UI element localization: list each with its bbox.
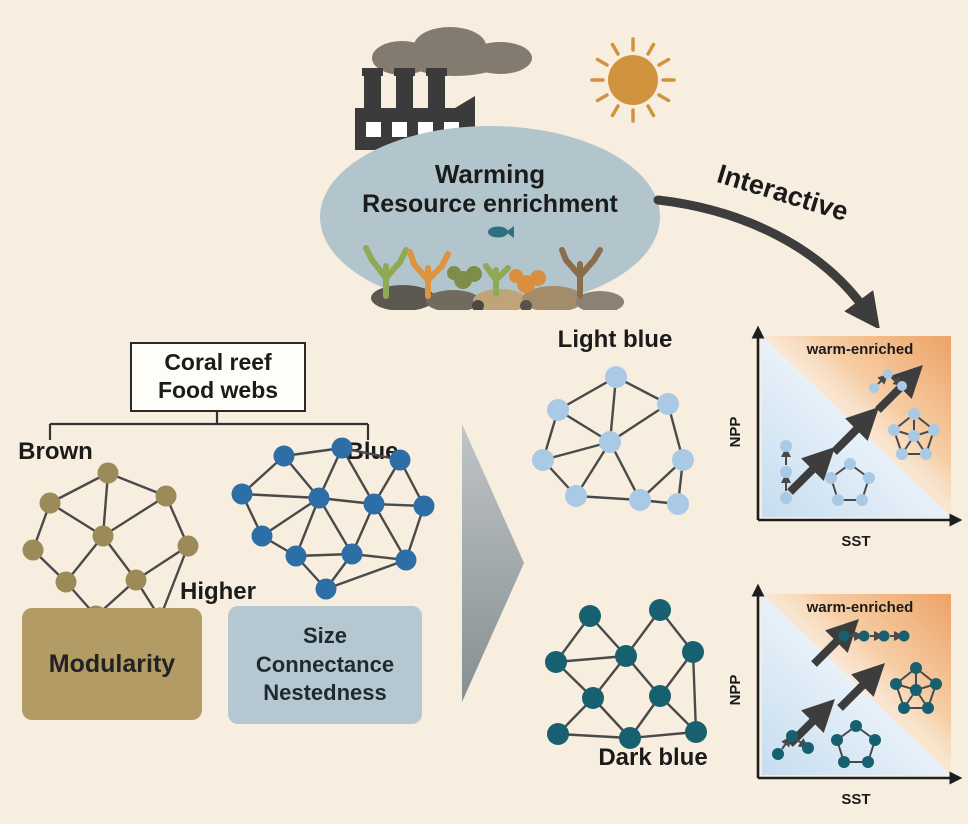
metric-nestedness-label: Nestedness <box>263 680 387 706</box>
higher-label: Higher <box>179 578 256 605</box>
modularity-label: Modularity <box>48 649 176 678</box>
olive-coral-icon <box>447 266 482 289</box>
foodweb-box-line2: Food webs <box>157 377 279 403</box>
brown-network-diagram <box>22 462 199 629</box>
motif-pentagon <box>831 720 881 768</box>
motif-bent-chain <box>772 730 814 760</box>
metric-size-label: Size <box>302 623 348 649</box>
sun-icon <box>590 37 676 123</box>
motif-chain <box>780 440 792 504</box>
foodweb-box: Coral reef Food webs <box>130 342 306 412</box>
plot-warm-enriched-top: warm-enriched NPP SST <box>728 325 963 550</box>
sst-axis-label: SST <box>841 791 870 808</box>
coral-reef-illustration <box>363 226 624 310</box>
light-blue-network-diagram <box>532 366 694 515</box>
fish-icon <box>488 226 514 238</box>
orange-bush-coral-icon <box>509 269 546 293</box>
foodweb-box-line1: Coral reef <box>164 349 272 376</box>
npp-axis-label: NPP <box>728 675 744 706</box>
metrics-box: Size Connectance Nestedness <box>228 606 422 724</box>
warming-label: Warming <box>434 159 546 189</box>
aquarium-oval: Warming Resource enrichment <box>320 126 660 308</box>
motif-branch <box>869 369 907 393</box>
npp-axis-label: NPP <box>728 417 744 448</box>
blue-network-diagram <box>231 437 435 600</box>
brown-coral-icon <box>559 247 603 299</box>
warm-enriched-label: warm-enriched <box>806 341 914 358</box>
bracket-connector <box>48 412 370 440</box>
modularity-box: Modularity <box>22 608 202 720</box>
resource-enrichment-label: Resource enrichment <box>362 189 618 218</box>
interactive-arrow <box>653 195 880 328</box>
green-coral-icon <box>363 245 409 299</box>
stressor-labels: Warming Resource enrichment <box>320 159 660 219</box>
dark-blue-network-diagram <box>545 599 707 749</box>
green-coral-small-icon <box>483 263 511 297</box>
motif-clique <box>890 662 942 714</box>
motif-clique <box>888 408 940 460</box>
motif-horizontal-chain <box>838 630 910 642</box>
dark-blue-label: Dark blue <box>598 744 708 771</box>
transition-arrow <box>462 424 524 702</box>
motif-pentagon <box>825 458 875 506</box>
metric-connectance-label: Connectance <box>255 651 395 677</box>
orange-coral-icon <box>407 249 451 299</box>
warm-enriched-label: warm-enriched <box>806 599 914 616</box>
plot-warm-enriched-bottom: warm-enriched NPP SST <box>728 583 963 808</box>
sst-axis-label: SST <box>841 533 870 550</box>
light-blue-label: Light blue <box>557 326 673 353</box>
brown-label: Brown <box>18 438 93 465</box>
